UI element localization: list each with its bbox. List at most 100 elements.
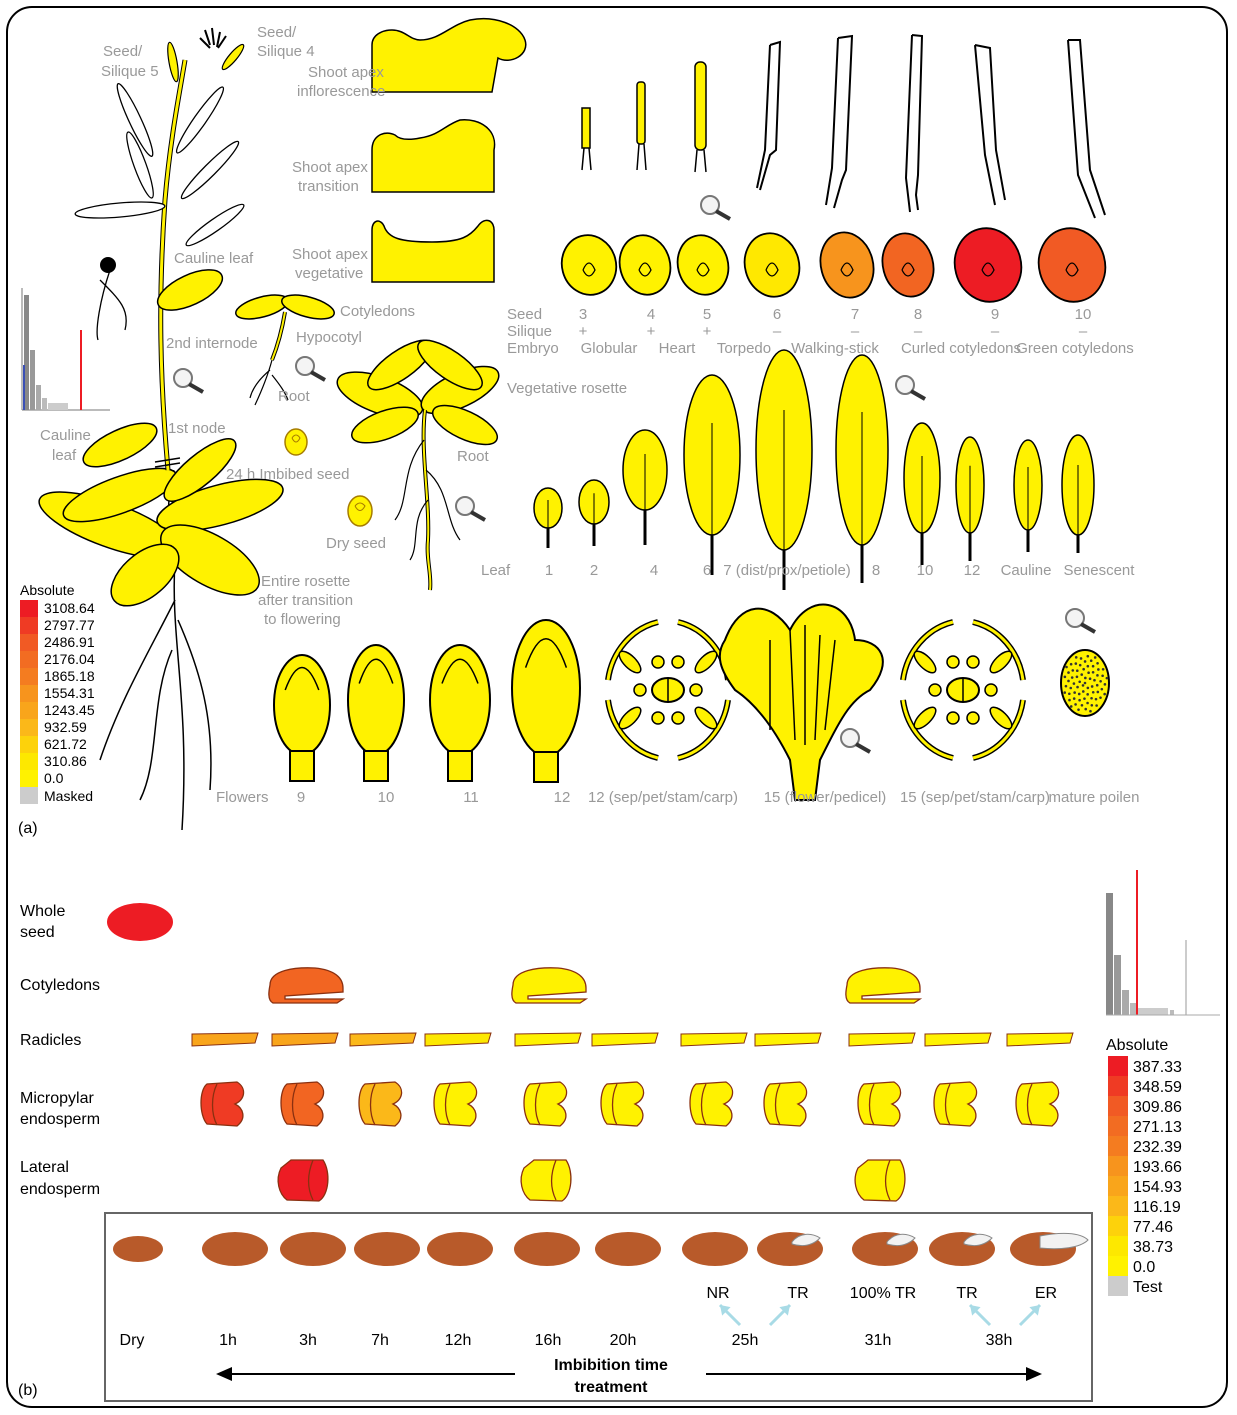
legend-a-swatch [20,770,38,787]
label-seed-silique5-l2: Silique 5 [101,63,159,80]
radicle-tissue [681,1033,747,1046]
pollen-dot [1082,668,1085,671]
pollen-dot [1089,710,1092,713]
pollen-dot [1076,669,1079,672]
seed-shape [738,227,807,303]
panel-b-tissues [107,903,1073,1201]
pollen-dot [1090,659,1093,662]
legend-a-value: 310.86 [44,753,87,769]
seed-table: Seed Silique Embryo 3+4+5+6–7–8–9–10–Glo… [507,306,1134,357]
timepoint-label: 12h [445,1332,472,1349]
timepoint-label: 3h [299,1332,317,1349]
micropylar-tissue [524,1082,567,1126]
panel-a-label: (a) [18,820,38,837]
pollen-dot [1097,691,1100,694]
embryo-stage: Torpedo [717,340,771,357]
legend-b-value: 348.59 [1133,1079,1182,1096]
flower-label: 12 (sep/pet/stam/carp) [588,789,738,806]
pollen-dot [1084,682,1087,685]
pollen-dot [1075,656,1078,659]
shoot-apex-vegetative-l1: Shoot apex [292,246,368,263]
legend-b-swatch [1108,1216,1128,1236]
pollen-dot [1086,693,1089,696]
silique-flag: + [579,323,588,340]
legend-b-swatch [1108,1256,1128,1276]
row-lateral-l2: endosperm [20,1181,100,1198]
legend-b-swatch [1108,1076,1128,1096]
micropylar-tissue [858,1082,901,1126]
stamen [634,684,646,696]
pollen-dot [1080,673,1083,676]
legend-b-value: 309.86 [1133,1099,1182,1116]
seed-number: 8 [914,306,922,323]
silique-flag: – [1079,323,1088,340]
seed-header-embryo: Embryo [507,340,559,357]
micropylar-tissue [359,1082,402,1126]
bud-shape [348,645,404,755]
embryo-stage: Globular [581,340,638,357]
label-first-node: 1st node [168,420,226,437]
cotyledon-tissue [512,968,586,1003]
pollen-dot [1092,691,1095,694]
stamen [672,712,684,724]
seed-number: 9 [991,306,999,323]
radicle-tissue [1007,1033,1073,1046]
leaf-4: 6 [684,375,740,579]
pollen-dot [1074,703,1077,706]
seed-shape [613,230,677,301]
row-radicles: Radicles [20,1032,81,1049]
stamen [652,656,664,668]
micropylar-tissue [281,1082,324,1126]
label-cauline-leaf-lower-l2: leaf [52,447,77,464]
stamen [690,684,702,696]
label-cauline-leaf: Cauline leaf [174,250,254,267]
lateral-tissue [278,1160,328,1201]
axis-title-l2: treatment [575,1379,649,1396]
pollen-dot [1096,674,1099,677]
radicle-protrusion [1040,1233,1088,1248]
pollen-dot [1064,676,1067,679]
pollen-dot [1101,688,1104,691]
legend-a-value: 0.0 [44,770,64,786]
leaf-label: 6 [703,562,711,579]
bud-shape [274,655,330,755]
legend-b-swatch [1108,1196,1128,1216]
shoot-apex-transition-l2: transition [298,178,359,195]
timepoint-label: Dry [120,1332,145,1349]
seed-number: 5 [703,306,711,323]
petal [911,704,939,732]
label-second-internode: 2nd internode [166,335,258,352]
legend-a-swatch [20,600,38,617]
timepoint-label: 7h [371,1332,389,1349]
seed-number: 10 [1075,306,1092,323]
flower-label: 9 [297,789,305,806]
stamen [967,656,979,668]
pollen-dot [1092,665,1095,668]
leaf-1: 1 [534,488,562,579]
timepoint-label: 31h [865,1332,892,1349]
stamen [672,656,684,668]
legend-b-swatch [1108,1056,1128,1076]
petal [616,648,644,676]
label-seed-silique5-l1: Seed/ [103,43,143,60]
cotyledon-tissue [269,968,343,1003]
label-entire-rosette-l2: after transition [258,592,353,609]
leaf-header: Leaf [481,562,511,579]
pollen-dot [1096,684,1099,687]
flower-row: Flowers 910111212 (sep/pet/stam/carp)15 … [216,605,1139,806]
petal [987,648,1015,676]
legend-b-swatch [1108,1096,1128,1116]
pollen-dot [1097,668,1100,671]
flower-diagram-15 [903,622,1023,758]
silique-flag: – [773,323,782,340]
panel-b-label: (b) [18,1382,38,1399]
bud-pedicel [290,751,314,781]
imbibed-seed [113,1236,163,1262]
legend-b-value: 232.39 [1133,1139,1182,1156]
seed-number: 7 [851,306,859,323]
legend-a-masked-swatch [20,787,38,804]
pollen-dot [1080,657,1083,660]
micropylar-tissue [1016,1082,1059,1126]
legend-a-value: 2486.91 [44,634,95,650]
